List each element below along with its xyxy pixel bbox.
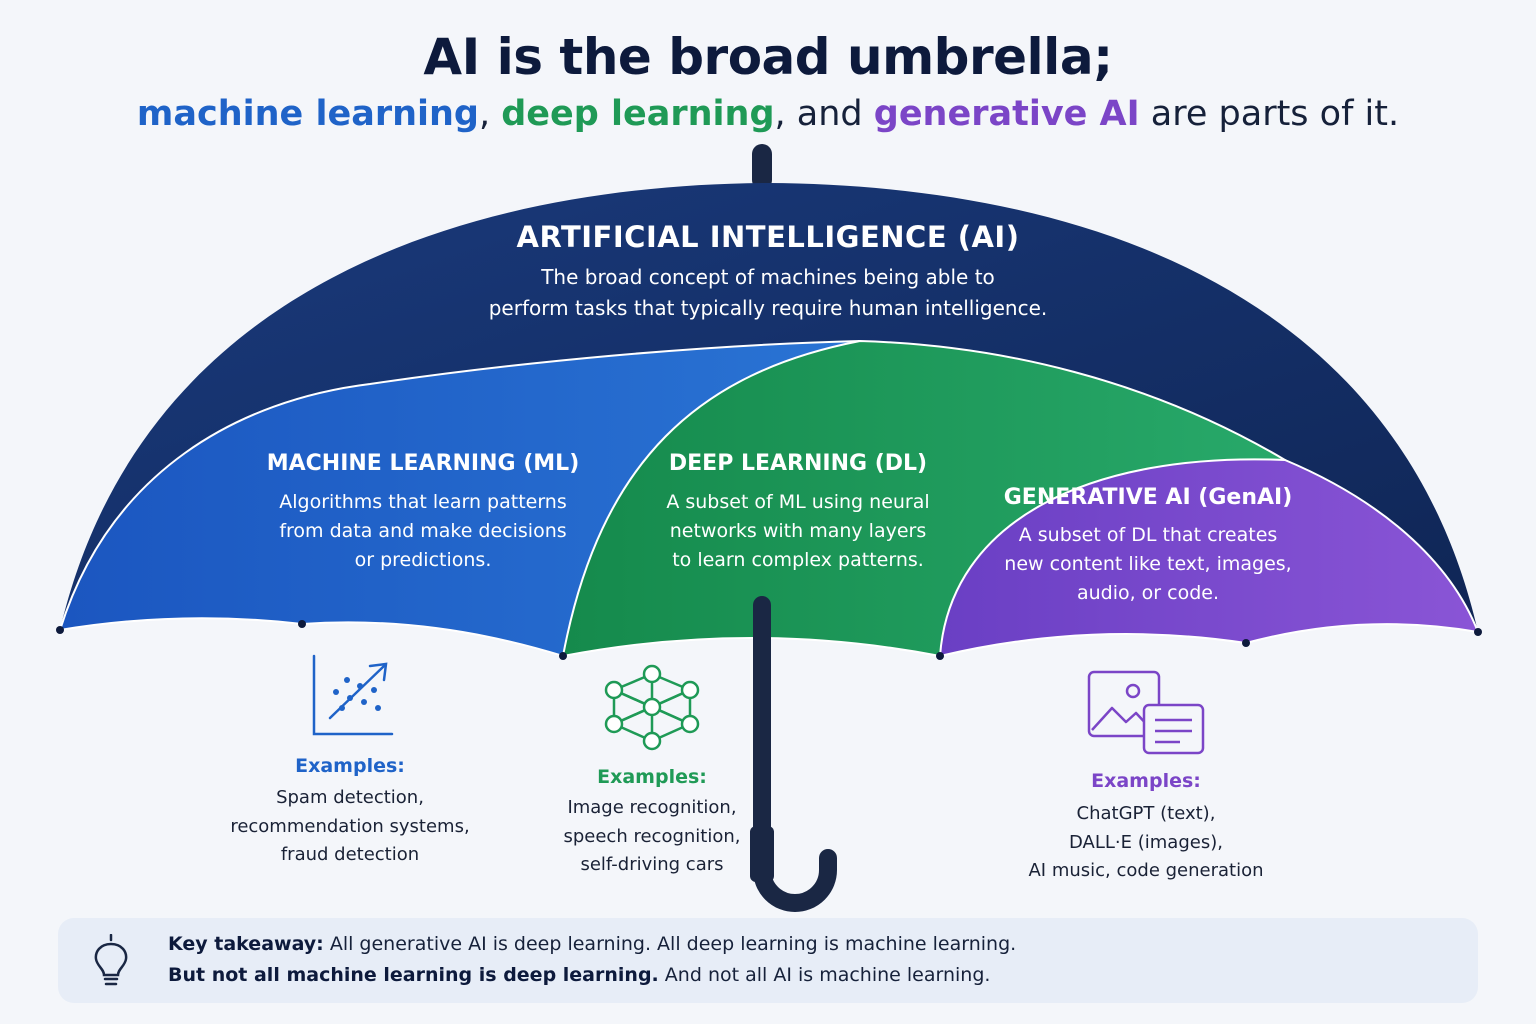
takeaway-line2-bold: But not all machine learning is deep lea… — [168, 964, 659, 986]
subtitle-genai: generative AI — [873, 94, 1140, 134]
dl-desc-line: A subset of ML using neural — [666, 491, 930, 513]
example-item: Image recognition, — [567, 797, 737, 818]
subtitle-sep2: , and — [774, 94, 874, 134]
image-and-document-icon — [1087, 670, 1205, 755]
takeaway-line-1: Key takeaway: All generative AI is deep … — [168, 933, 1016, 955]
dl-desc-line: to learn complex patterns. — [672, 549, 924, 571]
rib-tip — [1242, 639, 1250, 647]
rib-tip — [298, 620, 306, 628]
example-item: speech recognition, — [563, 825, 741, 847]
subtitle-sep1: , — [478, 94, 502, 134]
example-item: AI music, code generation — [1028, 860, 1264, 881]
genai-desc-line: audio, or code. — [1076, 582, 1220, 604]
genai-description: A subset of DL that creates new content … — [968, 521, 1328, 608]
takeaway-line1-text: All generative AI is deep learning. All … — [323, 933, 1017, 955]
example-item: Spam detection, — [276, 787, 424, 808]
rib-tip — [559, 652, 567, 660]
key-takeaway-box — [58, 918, 1478, 1003]
dl-panel — [561, 339, 1289, 658]
ml-desc-line: Algorithms that learn patterns — [279, 491, 567, 513]
rib-tip — [1474, 628, 1482, 636]
ai-description: The broad concept of machines being able… — [418, 262, 1118, 324]
subtitle-dl: deep learning — [501, 94, 775, 134]
page-title: AI is the broad umbrella; — [423, 28, 1113, 86]
neural-network-icon — [604, 664, 700, 751]
genai-desc-line: A subset of DL that creates — [1018, 524, 1278, 546]
rib-tip — [936, 652, 944, 660]
ml-examples-label: Examples: — [295, 755, 405, 777]
dl-desc-line: networks with many layers — [669, 520, 927, 542]
scatter-points — [333, 677, 381, 711]
takeaway-line2-text: And not all AI is machine learning. — [658, 964, 991, 986]
example-item: fraud detection — [280, 844, 420, 865]
rib-tip — [56, 626, 64, 634]
dl-title: DEEP LEARNING (DL) — [668, 451, 928, 476]
example-item: self-driving cars — [580, 854, 724, 875]
example-item: DALL·E (images), — [1069, 831, 1223, 853]
handle-grip — [750, 826, 774, 882]
ml-title: MACHINE LEARNING (ML) — [266, 451, 580, 476]
takeaway-label: Key takeaway: — [168, 933, 324, 955]
genai-panel — [938, 458, 1480, 658]
dl-description: A subset of ML using neural networks wit… — [618, 488, 978, 575]
subtitle-rest: are parts of it. — [1139, 94, 1400, 134]
umbrella-tip — [752, 144, 772, 190]
example-item: ChatGPT (text), — [1076, 803, 1216, 824]
scatter-trend-chart-icon — [312, 654, 394, 736]
ai-desc-line: perform tasks that typically require hum… — [488, 296, 1048, 320]
dl-examples-label: Examples: — [597, 766, 707, 788]
page-subtitle: machine learning, deep learning, and gen… — [0, 94, 1536, 134]
genai-title: GENERATIVE AI (GenAI) — [1003, 485, 1293, 510]
ai-title: ARTIFICIAL INTELLIGENCE (AI) — [516, 220, 1020, 254]
ml-desc-line: or predictions. — [354, 549, 492, 571]
lightbulb-icon — [94, 934, 128, 986]
ml-description: Algorithms that learn patterns from data… — [238, 488, 608, 575]
genai-desc-line: new content like text, images, — [1004, 553, 1292, 575]
ai-desc-line: The broad concept of machines being able… — [541, 265, 995, 289]
example-item: recommendation systems, — [230, 815, 470, 837]
genai-examples-label: Examples: — [1091, 770, 1201, 792]
subtitle-ml: machine learning — [136, 94, 479, 134]
dl-examples-list: Image recognition, speech recognition, s… — [502, 794, 802, 880]
ml-desc-line: from data and make decisions — [279, 520, 567, 542]
genai-examples-list: ChatGPT (text), DALL·E (images), AI musi… — [996, 800, 1296, 886]
takeaway-line-2: But not all machine learning is deep lea… — [168, 964, 990, 986]
ml-examples-list: Spam detection, recommendation systems, … — [200, 784, 500, 870]
